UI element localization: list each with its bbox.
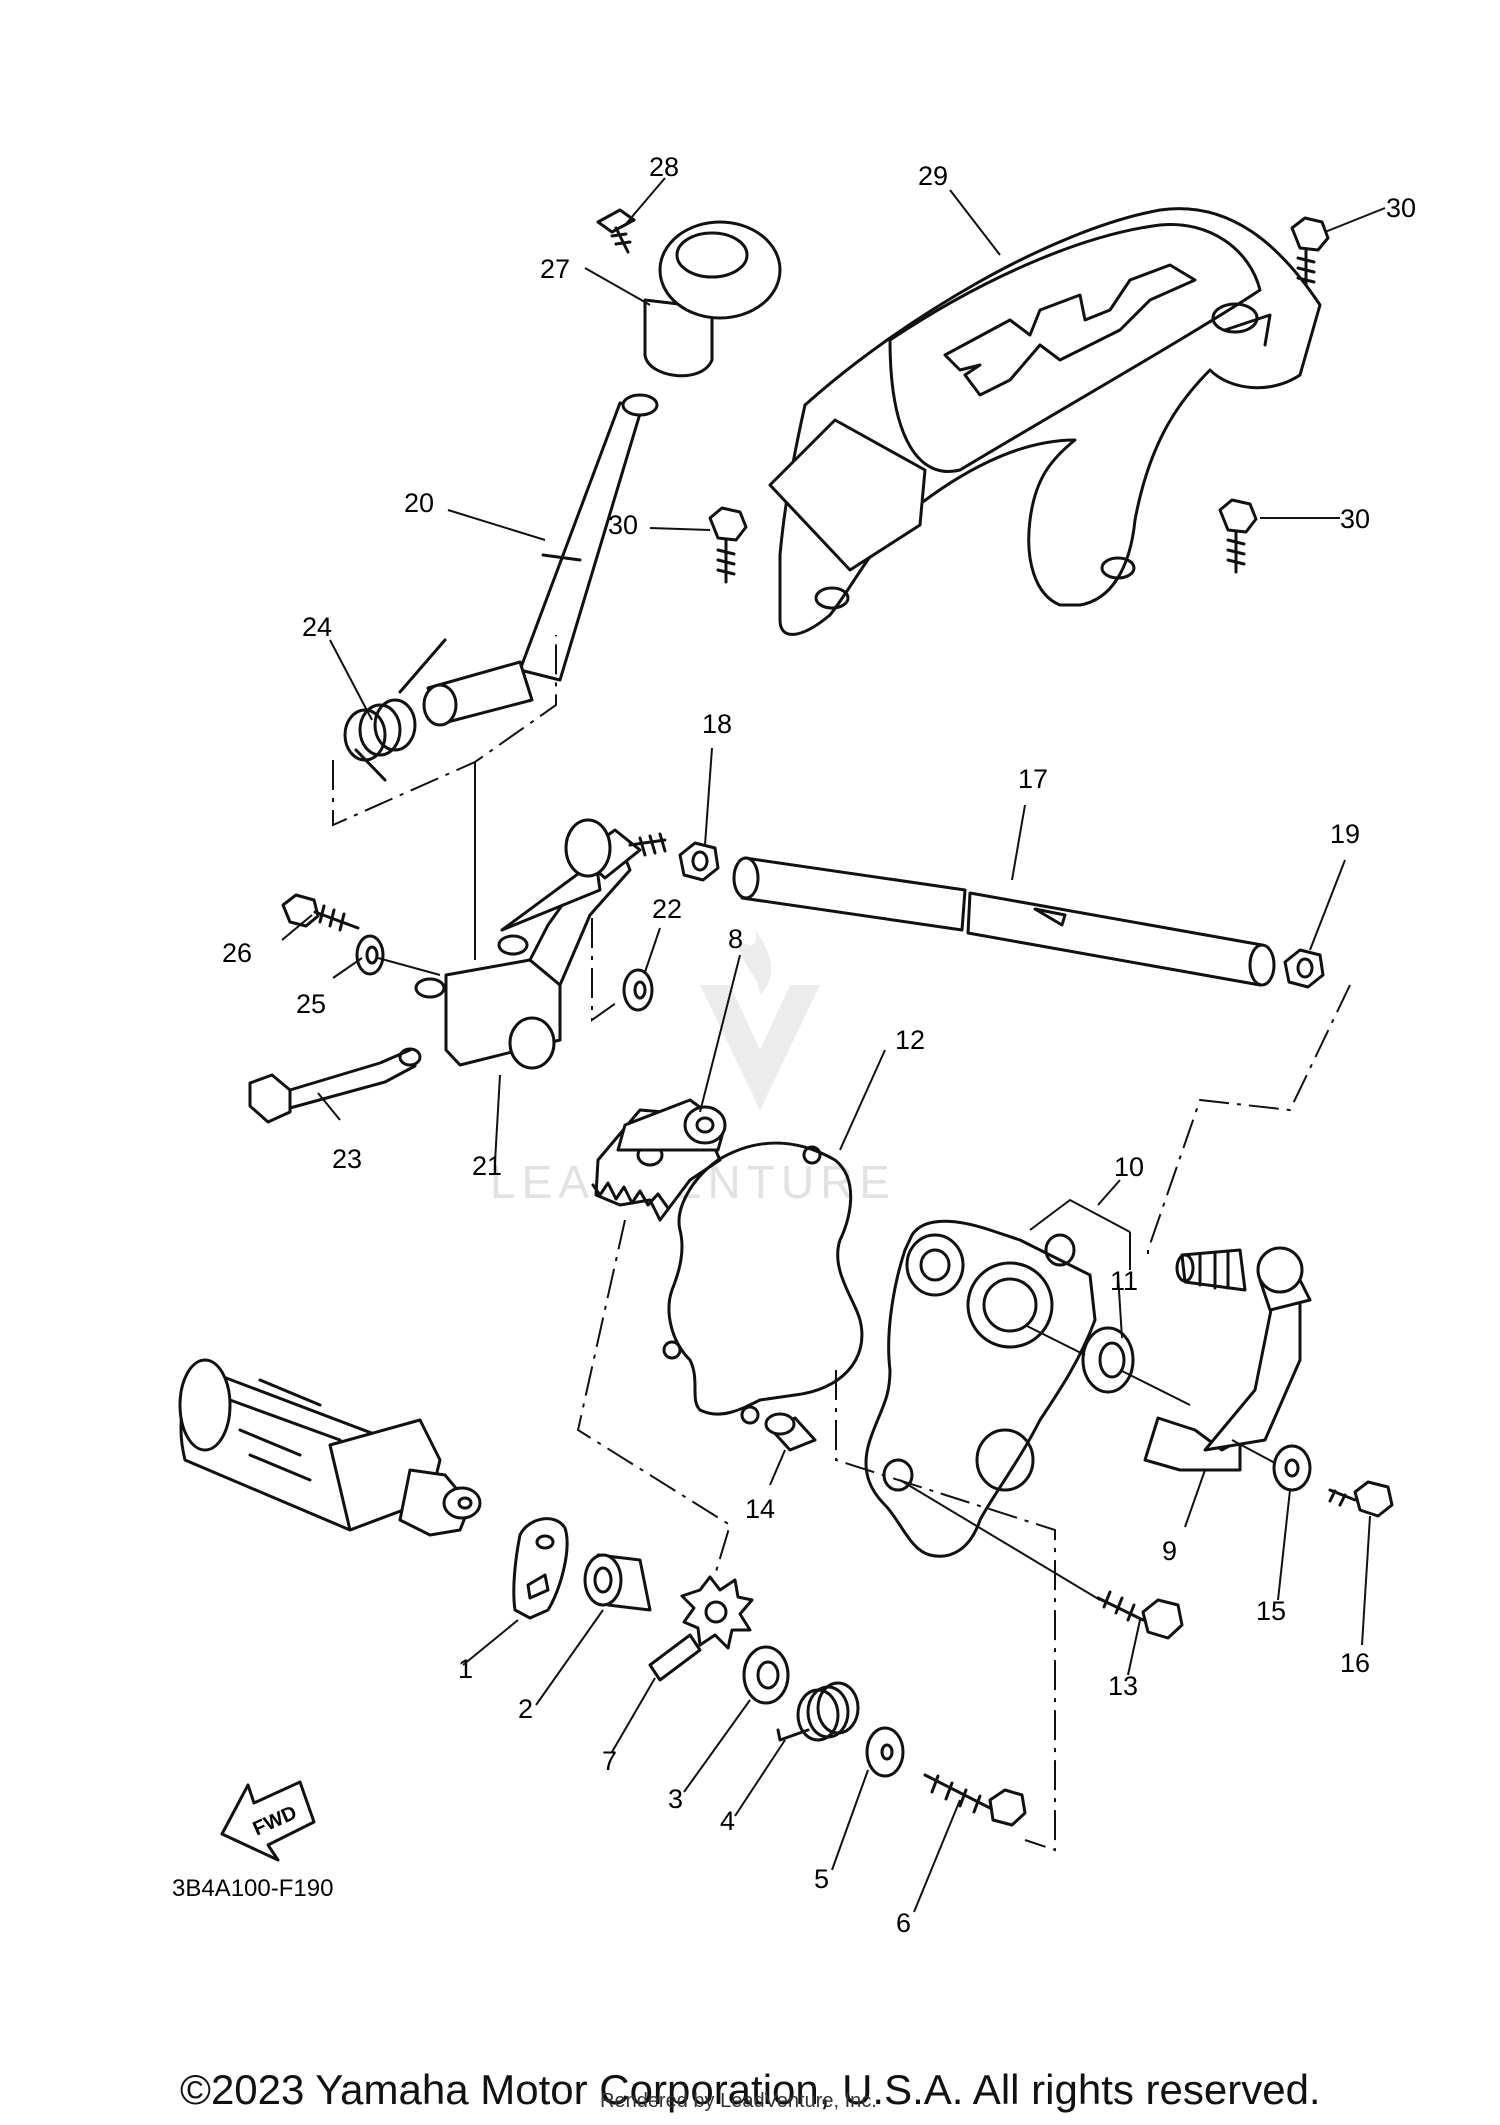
bolt-30-right [1218,498,1258,574]
label-10: 10 [1114,1152,1144,1182]
label-5: 5 [814,1864,829,1894]
bolt-16 [1328,1480,1394,1518]
oil-seal-11 [1081,1326,1135,1394]
label-29: 29 [918,161,948,191]
label-14: 14 [745,1494,775,1524]
stopper-lever-1 [512,1517,569,1620]
label-26: 26 [222,938,252,968]
label-27: 27 [540,254,570,284]
shift-housing-10 [864,1219,1097,1558]
shift-lever-rod [422,393,659,727]
shift-arm-9 [1143,1246,1312,1472]
label-8: 8 [728,924,743,954]
label-24: 24 [302,612,332,642]
collar-2 [583,1553,652,1612]
label-16: 16 [1340,1648,1370,1678]
label-18: 18 [702,709,732,739]
gasket-12 [662,1141,864,1425]
screw-28 [596,208,636,254]
segment-7 [648,1575,754,1682]
washer-5 [865,1726,905,1778]
shift-rod-17 [732,856,1276,987]
label-23: 23 [332,1144,362,1174]
shift-drum [178,1358,482,1537]
shift-lever-arm [414,818,667,1070]
bolt-26 [281,893,360,932]
label-7: 7 [602,1746,617,1776]
label-25: 25 [296,989,326,1019]
label-30-top: 30 [1386,193,1416,223]
nut-19 [1283,948,1325,989]
label-30-right: 30 [1340,504,1370,534]
return-spring-24 [343,638,447,782]
rendered-by-credit: Rendered by LeadVenture, Inc. [600,2090,877,2112]
label-6: 6 [896,1908,911,1938]
diagram-ref-code: 3B4A100-F190 [172,1875,333,1902]
dowel-14 [764,1412,817,1452]
label-20: 20 [404,488,434,518]
bolt-30-left [708,506,748,584]
washer-15 [1272,1444,1312,1492]
shift-knob [643,220,782,378]
washer-3 [742,1645,790,1705]
shift-sector-8 [591,1098,727,1222]
bolt-30-top-right [1290,216,1330,287]
nut-18 [678,841,720,882]
label-28: 28 [649,152,679,182]
label-30-left: 30 [608,510,638,540]
part-labels: 1 2 3 4 5 6 7 8 9 10 11 12 13 14 15 16 1… [222,152,1416,1938]
label-13: 13 [1108,1671,1138,1701]
label-9: 9 [1162,1536,1177,1566]
label-21: 21 [472,1151,502,1181]
label-12: 12 [895,1025,925,1055]
fwd-arrow-icon: FWD [220,1780,316,1862]
copyright-notice: ©2023 Yamaha Motor Corporation, U.S.A. A… [180,2066,1321,2113]
bolt-13 [1096,1590,1184,1640]
label-3: 3 [668,1784,683,1814]
label-22: 22 [652,894,682,924]
spring-4 [776,1681,860,1742]
label-17: 17 [1018,764,1048,794]
bolt-6 [923,1773,1027,1827]
shift-gate-cover [768,207,1322,636]
label-15: 15 [1256,1596,1286,1626]
label-19: 19 [1330,819,1360,849]
label-2: 2 [518,1694,533,1724]
pivot-bolt-23 [248,1047,422,1124]
leader-lines [281,177,1386,1913]
washer-25 [355,934,385,976]
label-1: 1 [458,1654,473,1684]
washer-22 [622,968,654,1012]
label-11: 11 [1110,1266,1138,1296]
label-4: 4 [720,1806,735,1836]
